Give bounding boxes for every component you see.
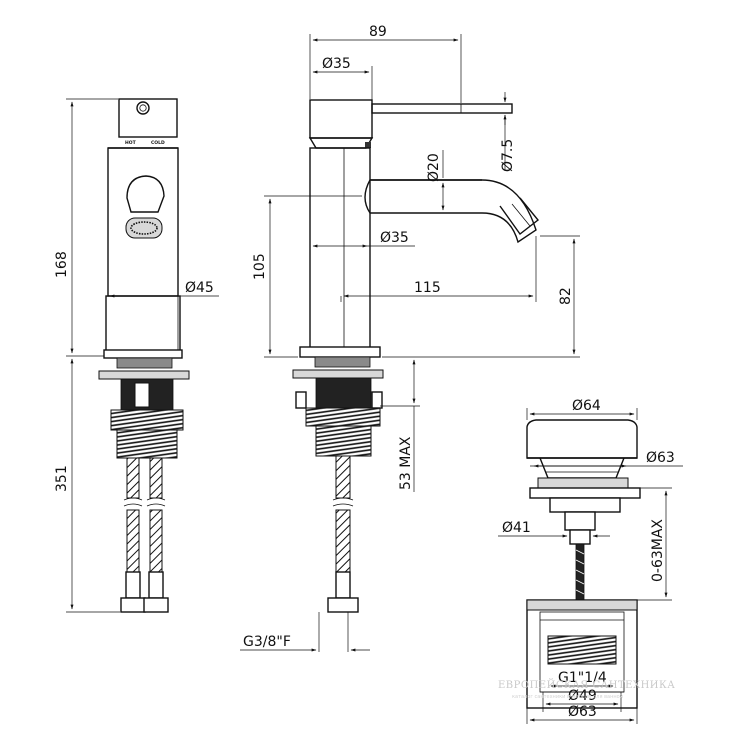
side-hose-nut	[327, 597, 359, 613]
hot-hose	[126, 457, 140, 499]
dim-115: 115	[414, 280, 441, 296]
dim-82: 82	[558, 287, 574, 305]
dim-flange-dia: Ø63	[646, 450, 675, 466]
dim-outer-dia: Ø63	[568, 704, 597, 720]
side-spout	[364, 179, 537, 244]
side-body	[309, 147, 371, 351]
dim-front-body-dia: Ø45	[185, 280, 214, 296]
waste-cap	[526, 419, 638, 459]
side-view: 89 Ø35 Ø7.5 Ø20 Ø35 105 115 82	[240, 24, 580, 652]
dim-168: 168	[54, 251, 70, 278]
dim-waste-thread: G1"1/4	[558, 670, 607, 686]
hot-label: HOT	[125, 140, 137, 146]
dim-351: 351	[54, 465, 70, 492]
waste-valve: Ø64 Ø63 Ø41 0-63MAX G1"1/4 Ø49 Ø63	[498, 398, 683, 724]
dim-cap-dia: Ø64	[572, 398, 601, 414]
side-threaded-shank	[315, 377, 372, 413]
cold-label: COLD	[151, 140, 165, 146]
dim-body-dia: Ø35	[380, 230, 409, 246]
lever-button-icon	[136, 101, 150, 115]
dim-hose-thread: G3/8"F	[243, 634, 291, 650]
side-lever-rod	[371, 103, 513, 114]
cold-hose	[149, 457, 163, 499]
dim-adjust-range: 0-63MAX	[650, 519, 666, 582]
dim-spout-dia: Ø20	[426, 153, 442, 182]
dim-89: 89	[369, 24, 387, 40]
front-view: HOT COLD	[54, 98, 219, 613]
watermark-subline: каталог сантехники и мебели для ванной	[512, 693, 623, 700]
side-hose	[335, 455, 351, 499]
dim-lever-dia: Ø35	[322, 56, 351, 72]
dim-53max: 53 MAX	[398, 436, 414, 490]
dim-105: 105	[252, 253, 268, 280]
dim-inner-dia: Ø49	[568, 688, 597, 704]
dim-stem-dia: Ø41	[502, 520, 531, 536]
waste-flange	[529, 487, 641, 499]
side-lever-cap	[309, 99, 373, 139]
front-spout	[126, 175, 165, 213]
watermark-brand: ЕВРОПЕЙСКАЯ САНТЕХНИКА	[498, 679, 675, 691]
hose-nut-left	[120, 597, 146, 613]
waste-thread-icon	[547, 635, 617, 665]
front-base	[105, 295, 181, 355]
dim-rod-dia: Ø7.5	[500, 139, 516, 172]
hose-nut-right	[143, 597, 169, 613]
